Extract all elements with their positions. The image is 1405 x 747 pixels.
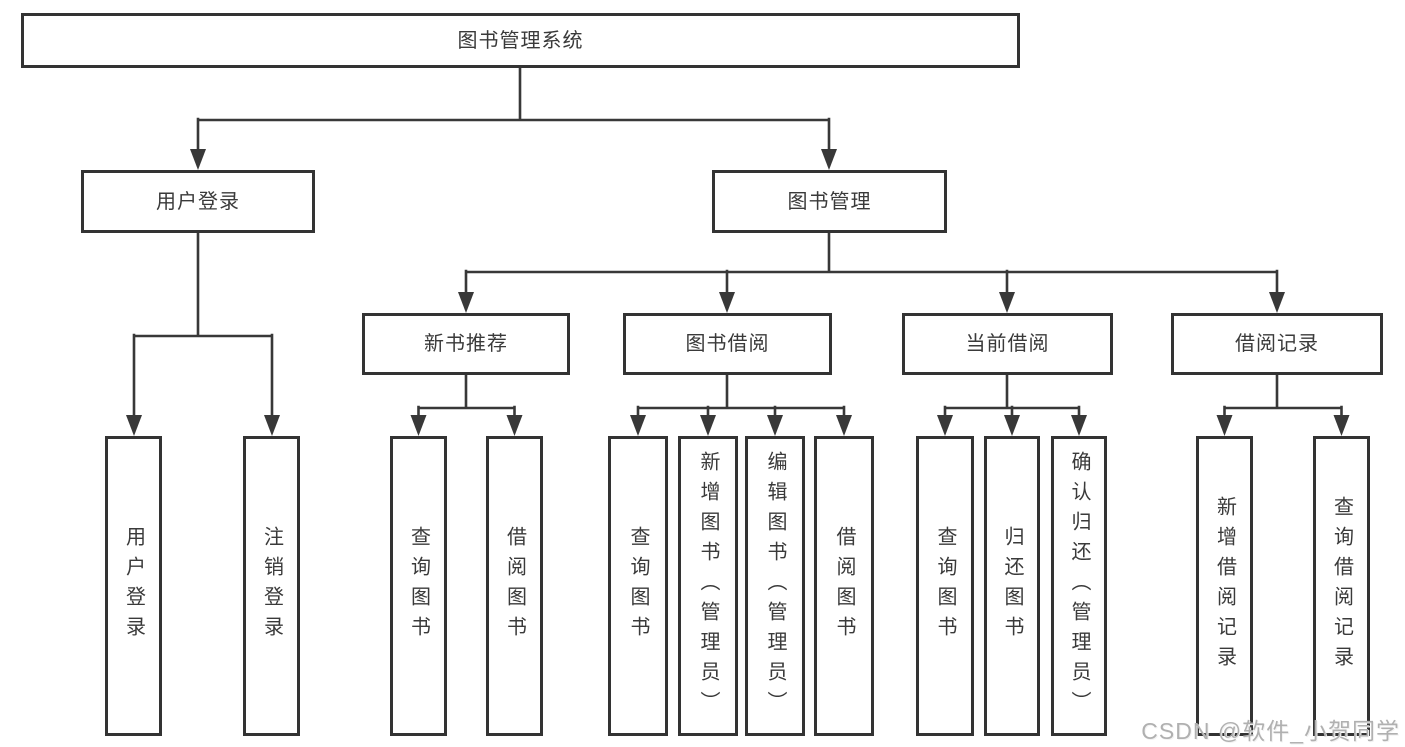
leaf-recommend-borrow-books: 借阅图书 [486, 436, 543, 736]
watermark: CSDN @软件_小贺同学 [1141, 718, 1400, 744]
leaf-edit-book-admin: 编辑图书（管理员） [745, 436, 805, 736]
node-book-management: 图书管理 [712, 170, 947, 233]
leaf-borrow-query-books: 查询图书 [608, 436, 668, 736]
node-user-login: 用户登录 [81, 170, 315, 233]
leaf-return-book: 归还图书 [984, 436, 1040, 736]
node-book-borrow: 图书借阅 [623, 313, 832, 375]
leaf-add-borrow-record: 新增借阅记录 [1196, 436, 1253, 736]
node-new-book-recommend: 新书推荐 [362, 313, 570, 375]
leaf-borrow-book: 借阅图书 [814, 436, 874, 736]
leaf-query-borrow-record: 查询借阅记录 [1313, 436, 1370, 736]
leaf-current-query-books: 查询图书 [916, 436, 974, 736]
leaf-logout: 注销登录 [243, 436, 300, 736]
leaf-add-book-admin: 新增图书（管理员） [678, 436, 738, 736]
node-borrow-records: 借阅记录 [1171, 313, 1383, 375]
arrowheads [126, 149, 1350, 436]
leaf-user-login: 用户登录 [105, 436, 162, 736]
leaf-confirm-return-admin: 确认归还（管理员） [1051, 436, 1107, 736]
node-current-borrow: 当前借阅 [902, 313, 1113, 375]
node-root: 图书管理系统 [21, 13, 1020, 68]
leaf-recommend-query-books: 查询图书 [390, 436, 447, 736]
